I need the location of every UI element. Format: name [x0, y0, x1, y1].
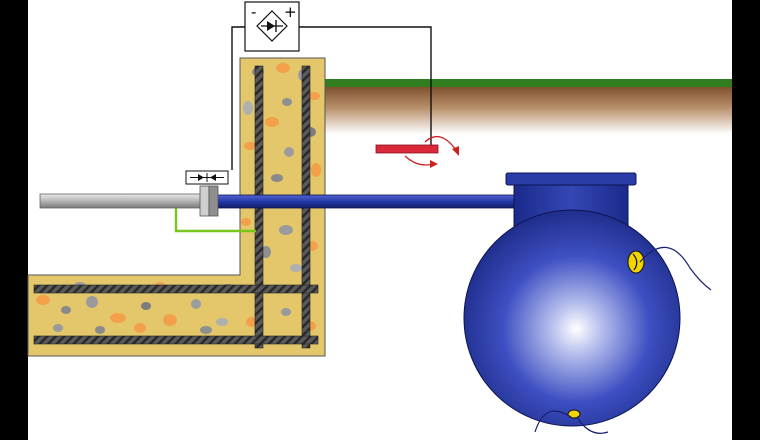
- negative-wire: [231, 26, 245, 170]
- anode-bar: [375, 144, 439, 154]
- storage-tank: [463, 172, 712, 434]
- tank-manhole-lid: [505, 172, 637, 186]
- rectifier-minus-label: -: [251, 3, 256, 21]
- insulating-flange-icon: [185, 170, 229, 185]
- tank-connection-upper: [627, 246, 712, 291]
- rectifier-diode-icon: [256, 10, 288, 42]
- tank-sphere: [463, 209, 681, 427]
- rebar-horizontal-bottom: [33, 335, 319, 345]
- ground-surface: [325, 79, 732, 134]
- rectifier-plus-label: +: [284, 3, 297, 21]
- rectifier-unit: - +: [244, 1, 300, 52]
- anode: [375, 135, 459, 168]
- positive-wire: [299, 26, 432, 150]
- insulating-flange: [199, 185, 219, 217]
- steel-pipe-section: [39, 193, 205, 209]
- coated-pipe-section: [215, 194, 517, 209]
- tank-connection-lower: [534, 409, 609, 434]
- pipeline: [39, 170, 517, 217]
- ground-wire: [174, 206, 256, 233]
- rebar-horizontal-top: [33, 284, 319, 294]
- current-arrow-icon: [404, 135, 459, 168]
- connection-wires: [231, 26, 432, 170]
